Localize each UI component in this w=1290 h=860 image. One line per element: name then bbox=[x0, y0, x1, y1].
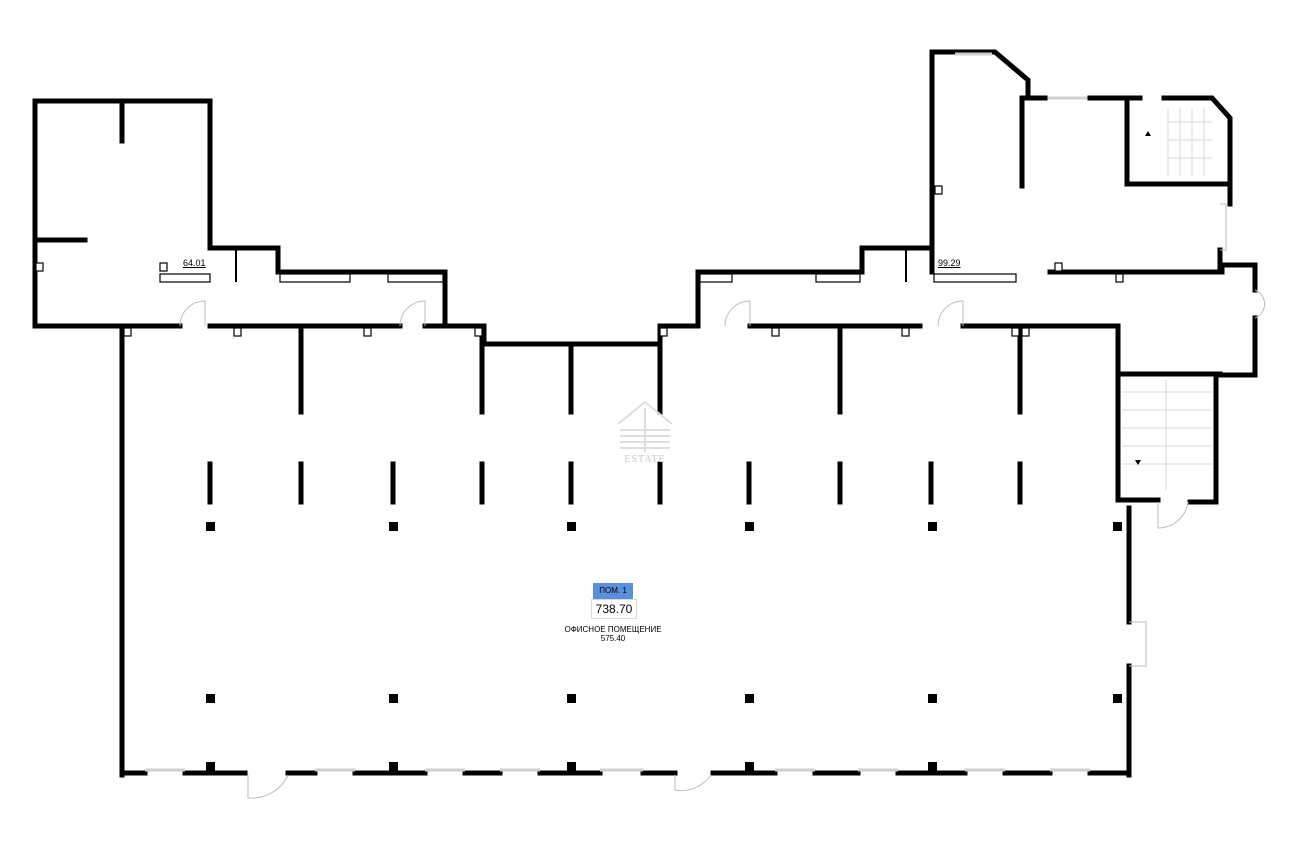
watermark-logo-icon bbox=[617, 400, 673, 452]
wall-niches bbox=[35, 185, 1124, 337]
left-room-walls bbox=[32, 98, 213, 329]
upper-stair bbox=[1124, 95, 1233, 275]
left-room-area-label: 64.01 bbox=[183, 258, 206, 268]
wall-stubs bbox=[207, 461, 1023, 505]
lower-stair bbox=[1115, 371, 1219, 505]
left-corridor-walls bbox=[159, 245, 487, 329]
room-name-text: ОФИСНОЕ ПОМЕЩЕНИЕ bbox=[564, 625, 662, 634]
door-swings bbox=[179, 203, 1266, 799]
right-room-area-label: 99.29 bbox=[938, 258, 961, 268]
room-sub-area: 575.40 bbox=[600, 634, 626, 643]
upper-right-room-walls bbox=[929, 49, 1143, 275]
room-name-label: ОФИСНОЕ ПОМЕЩЕНИЕ 575.40 bbox=[540, 625, 686, 643]
partition-walls bbox=[298, 323, 1023, 415]
room-area-value: 738.70 bbox=[591, 599, 637, 619]
main-hall-walls bbox=[119, 323, 1132, 778]
watermark-text: ESTATE bbox=[624, 454, 666, 465]
center-recess-walls bbox=[481, 323, 663, 347]
room-tag-badge: ПОМ. 1 bbox=[593, 583, 633, 599]
right-end-walls bbox=[1115, 262, 1258, 378]
right-corridor-walls bbox=[657, 245, 1225, 329]
columns bbox=[206, 522, 1122, 771]
